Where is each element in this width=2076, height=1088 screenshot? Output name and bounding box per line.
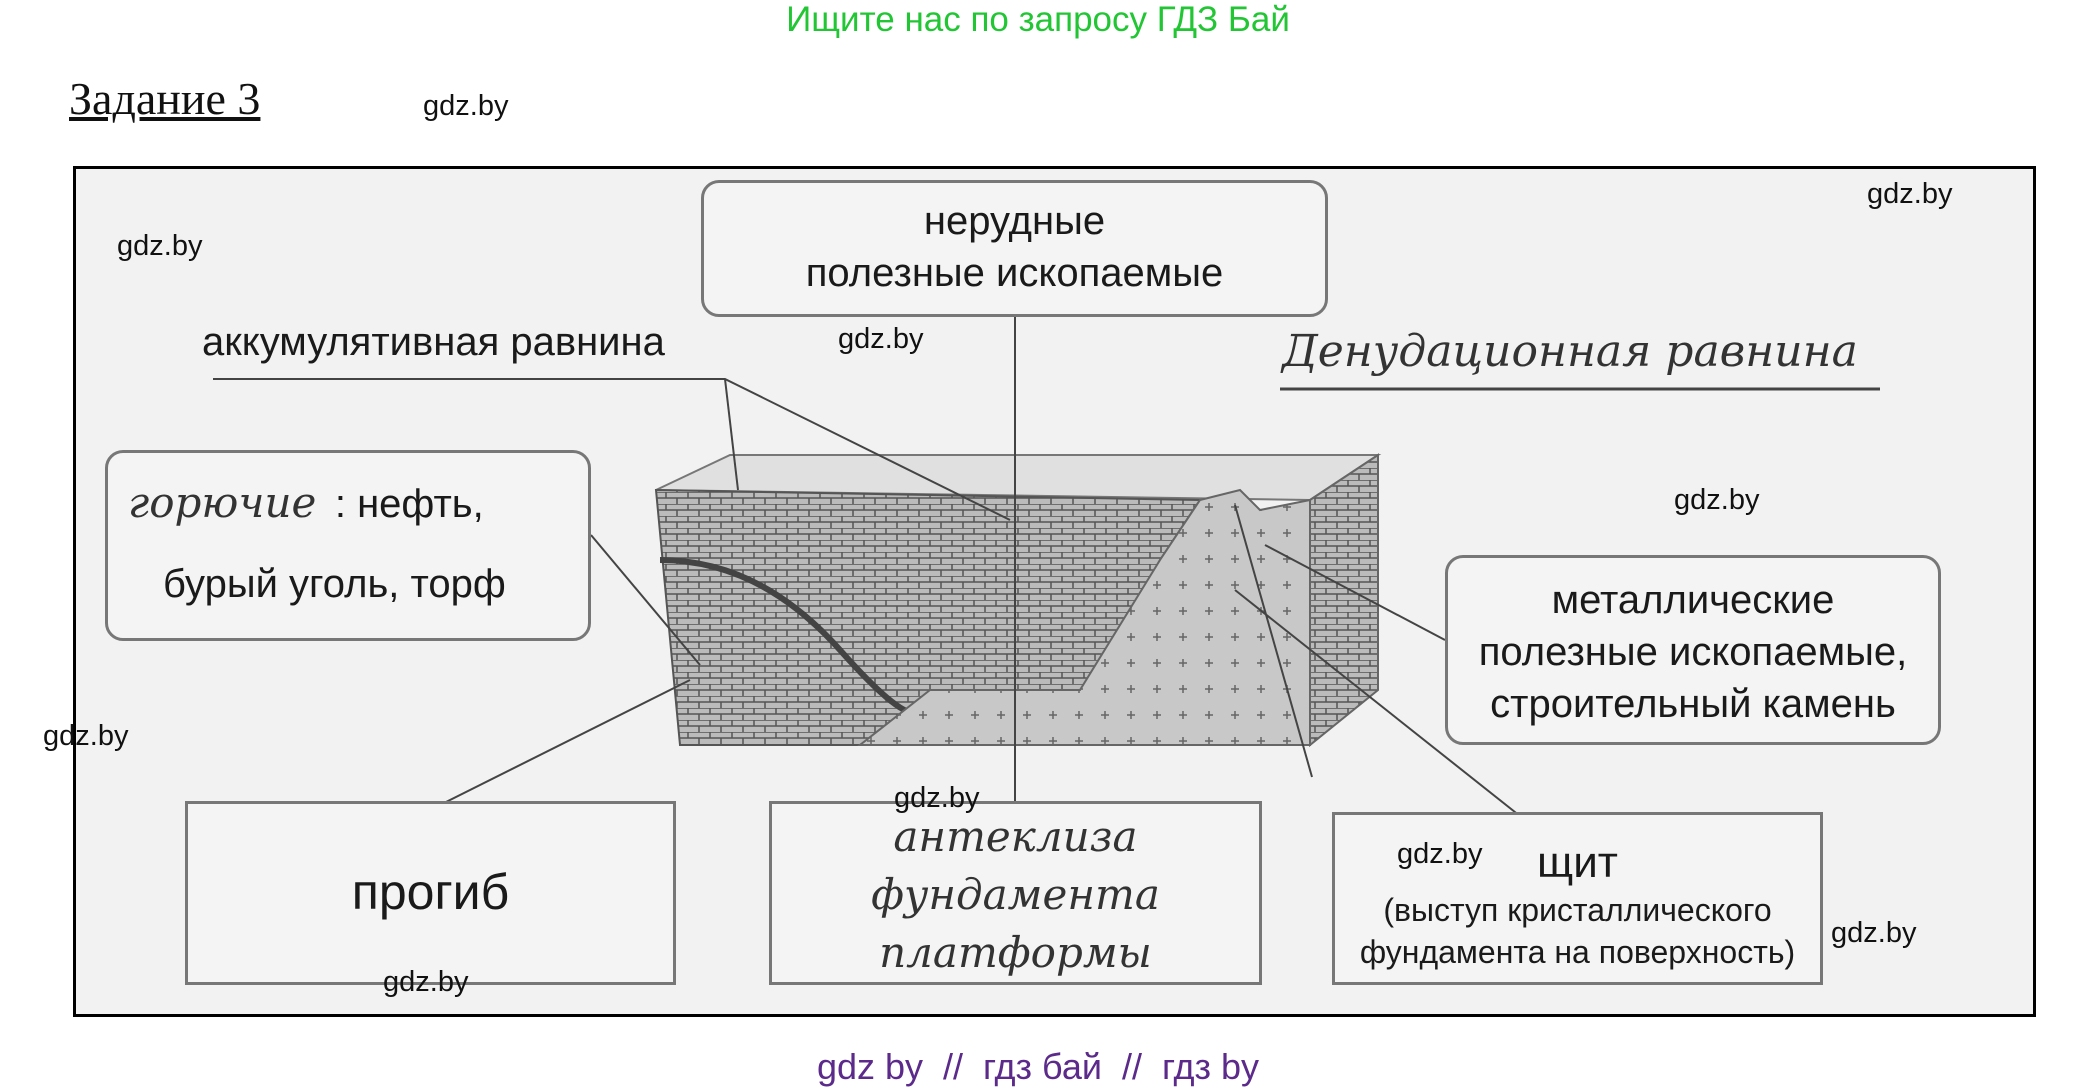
nonmetal-line-1: нерудные <box>923 199 1106 243</box>
fuel-handwritten: горючие <box>128 478 317 527</box>
nonmetal-line-2: полезные ископаемые <box>805 251 1224 295</box>
watermark: gdz.by <box>838 323 924 355</box>
watermark: gdz.by <box>894 782 980 814</box>
anteclise-box: антеклиза фундамента платформы <box>769 801 1262 985</box>
fuel-minerals-box: горючие : нефть, бурый уголь, торф <box>105 450 591 641</box>
watermark: gdz.by <box>1674 484 1760 516</box>
nonmetal-minerals-box: нерудные полезные ископаемые <box>701 180 1328 317</box>
anteclise-line-2: фундамента <box>871 870 1160 919</box>
anteclise-line-3: платформы <box>879 928 1152 977</box>
watermark: gdz.by <box>1831 917 1917 949</box>
trough-label: прогиб <box>351 864 510 920</box>
denudation-plain-label: Денудационная равнина <box>1282 326 1858 377</box>
watermark: gdz.by <box>1397 838 1483 870</box>
accumulative-plain-label: аккумулятивная равнина <box>202 320 665 364</box>
watermark: gdz.by <box>383 966 469 998</box>
metal-line-1: металлические <box>1551 578 1835 622</box>
metal-line-2: полезные ископаемые, <box>1478 630 1908 674</box>
shield-line-1: (выступ кристаллического <box>1383 892 1772 928</box>
fuel-line-2: бурый уголь, торф <box>163 562 506 606</box>
crystalline-basement <box>857 488 1311 746</box>
metal-line-3: строительный камень <box>1490 682 1896 726</box>
metal-minerals-box: металлические полезные ископаемые, строи… <box>1445 555 1941 745</box>
search-banner: Ищите нас по запросу ГДЗ Бай <box>786 0 1290 39</box>
watermark: gdz.by <box>423 90 509 122</box>
trough-box: прогиб <box>185 801 676 985</box>
shield-title: щит <box>1537 838 1618 887</box>
task-title: Задание 3 <box>69 73 261 124</box>
watermark: gdz.by <box>1867 178 1953 210</box>
footer-links[interactable]: gdz by // гдз бай // гдз by <box>816 1046 1260 1087</box>
shield-box: щит (выступ кристаллического фундамента … <box>1332 812 1823 985</box>
shield-line-2: фундамента на поверхность) <box>1359 934 1796 970</box>
watermark: gdz.by <box>117 230 203 262</box>
watermark: gdz.by <box>43 720 129 752</box>
fuel-line-1: : нефть, <box>334 482 484 526</box>
anteclise-line-1: антеклиза <box>893 812 1138 861</box>
